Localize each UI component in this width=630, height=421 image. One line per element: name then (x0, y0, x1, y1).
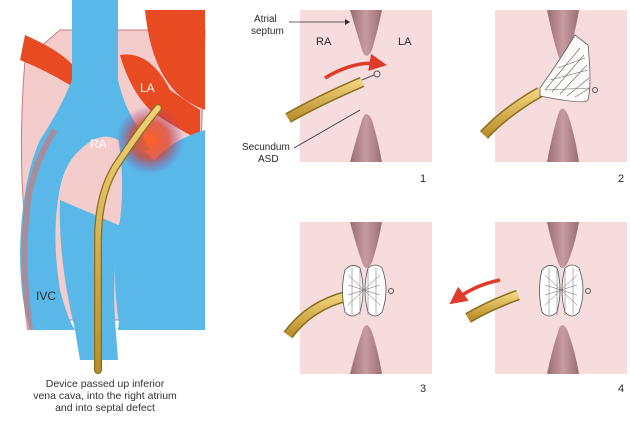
step-panel-4: 4 (455, 222, 627, 395)
step-panel-2: 2 (484, 10, 627, 185)
ivc-label: IVC (36, 289, 56, 303)
caption-line-1: Device passed up inferior (10, 378, 200, 390)
panel-1-ra-label: RA (316, 36, 332, 48)
panel-1-septum-label-line1: Atrial (254, 14, 277, 25)
panel-3-number: 3 (420, 383, 426, 395)
panel-4-number: 4 (618, 383, 624, 395)
step-panel-3: 3 (288, 222, 432, 395)
panel-1-asd-label-line1: Secundum (242, 142, 290, 153)
panel-1-la-label: LA (398, 36, 412, 48)
la-label-left: LA (140, 81, 155, 95)
panel-1-asd-label-line2: ASD (258, 154, 279, 165)
caption-line-2: vena cava, into the right atrium (10, 390, 200, 402)
anatomy-illustration: RA LA IVC (20, 0, 205, 370)
step-panel-1: RA LA Atrial septum Secundum ASD 1 (242, 10, 432, 185)
panel-1-number: 1 (420, 173, 426, 185)
panel-2-number: 2 (618, 173, 624, 185)
left-panel-caption: Device passed up inferior vena cava, int… (10, 378, 200, 414)
panel-1-septum-label-line2: septum (251, 26, 284, 37)
ra-label-left: RA (90, 137, 107, 151)
caption-line-3: and into septal defect (10, 402, 200, 414)
panel-4-withdraw-arrow (455, 280, 500, 300)
